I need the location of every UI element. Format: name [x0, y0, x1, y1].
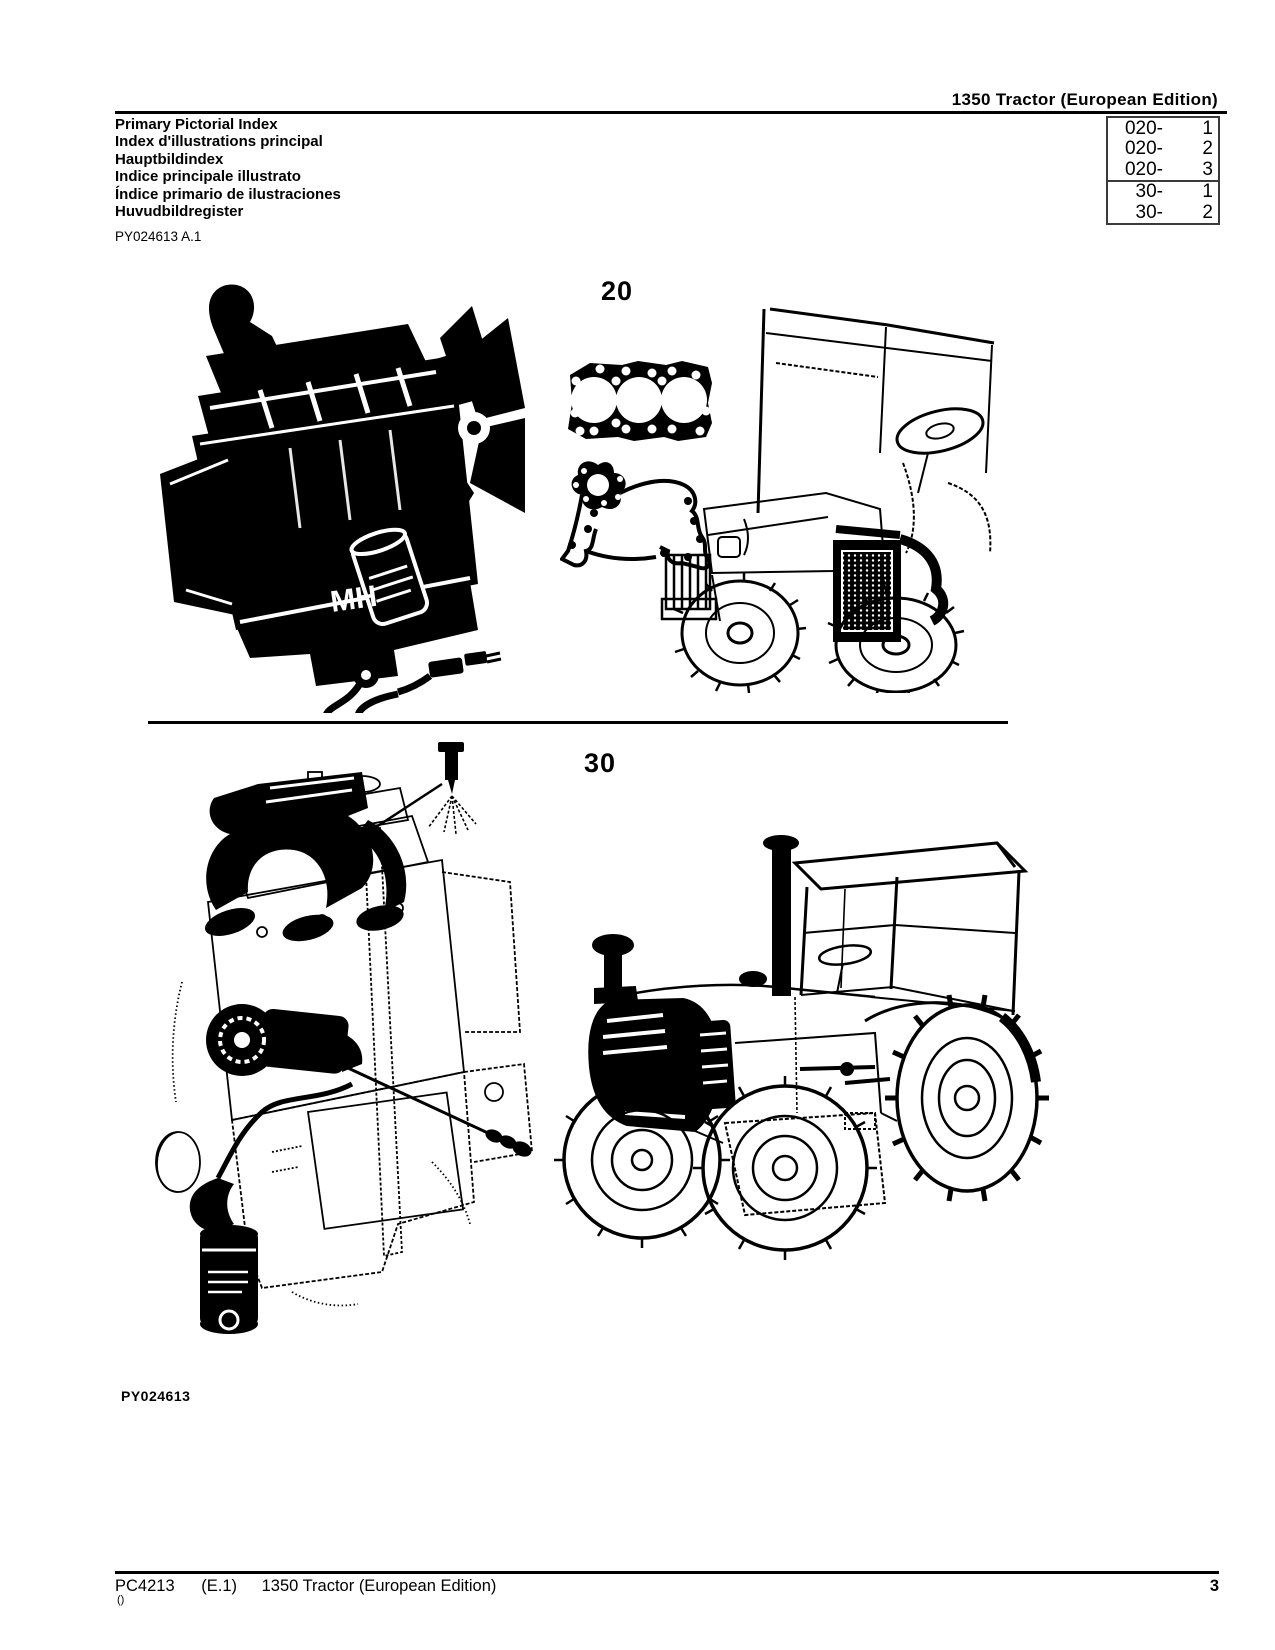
- svg-text:MH: MH: [328, 580, 379, 619]
- footer-catalog-code: PC4213: [115, 1577, 175, 1595]
- section-divider: [148, 721, 1008, 724]
- tractor-front-three-quarter-illustration: [660, 307, 995, 693]
- index-row: 020- 1: [1108, 118, 1218, 139]
- index-group-30: 30- 1 30- 2: [1106, 179, 1220, 225]
- figure-code: PY024613 A.1: [115, 229, 202, 244]
- index-section: 020-: [1124, 158, 1163, 180]
- footer-rule: [115, 1571, 1219, 1574]
- tractor-cab-side-illustration: [554, 835, 1049, 1260]
- section-30-label: 30: [584, 748, 617, 778]
- footer-edition: (E.1): [201, 1577, 237, 1595]
- multilingual-title-block: Primary Pictorial Index Index d'illustra…: [115, 116, 341, 220]
- index-section: 30-: [1135, 201, 1163, 223]
- index-page: 1: [1202, 181, 1213, 203]
- index-row: 020- 2: [1108, 138, 1218, 160]
- index-page: 3: [1202, 158, 1213, 180]
- index-row: 30- 2: [1108, 202, 1218, 223]
- index-table: 020- 1 020- 2 020- 3 30- 1 30- 2: [1106, 116, 1220, 225]
- index-page: 2: [1202, 138, 1213, 160]
- footer-title: 1350 Tractor (European Edition): [261, 1577, 497, 1595]
- section-20-label: 20: [601, 276, 634, 306]
- index-section: 30-: [1135, 181, 1163, 203]
- title-english: Primary Pictorial Index: [115, 116, 278, 133]
- index-page: 1: [1202, 117, 1213, 139]
- engine-fuel-injection-illustration: [155, 742, 533, 1334]
- header-rule: [115, 111, 1227, 114]
- head-gasket-and-timing-cover-gasket-illustration: [560, 361, 712, 571]
- page-number: 3: [1209, 1577, 1219, 1595]
- page-title: 1350 Tractor (European Edition): [951, 90, 1218, 109]
- index-row: 020- 3: [1108, 159, 1218, 180]
- footer-note: (): [117, 1594, 125, 1606]
- index-section: 020-: [1124, 117, 1163, 139]
- footer: 3 PC4213 (E.1) 1350 Tractor (European Ed…: [115, 1577, 1219, 1596]
- title-spanish: Índice primario de ilustraciones: [115, 185, 341, 203]
- figure-code-bottom: PY024613: [121, 1388, 191, 1404]
- title-swedish: Huvudbildregister: [115, 203, 244, 221]
- index-group-020: 020- 1 020- 2 020- 3: [1106, 116, 1220, 182]
- engine-assembly-silhouette-illustration: MH: [160, 284, 525, 713]
- index-section: 020-: [1124, 138, 1163, 160]
- title-french: Index d'illustrations principal: [115, 133, 323, 151]
- index-row: 30- 1: [1108, 181, 1218, 203]
- title-german: Hauptbildindex: [115, 150, 224, 168]
- index-page: 2: [1202, 201, 1213, 223]
- title-italian: Indice principale illustrato: [115, 168, 301, 186]
